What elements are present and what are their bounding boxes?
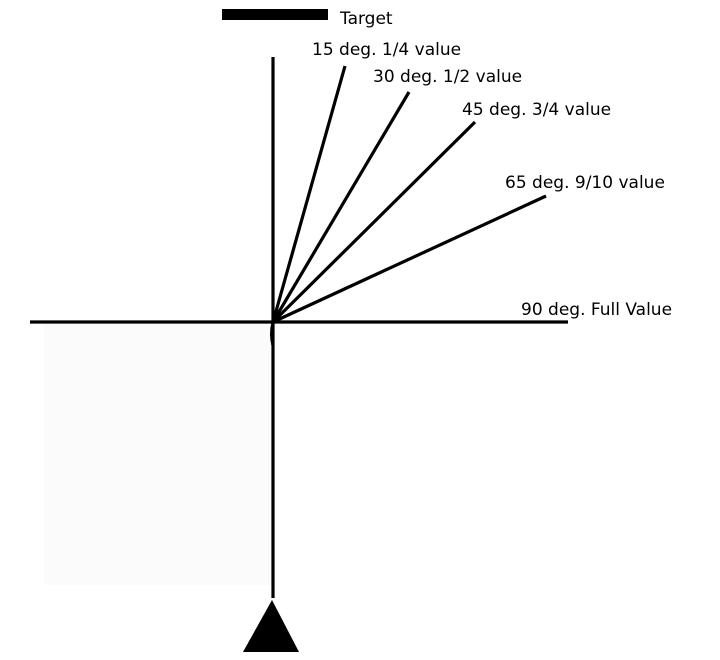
target-label: Target	[339, 9, 393, 29]
origin-mark	[270, 321, 275, 347]
lower-left-shade	[44, 323, 273, 585]
label-65-deg: 65 deg. 9/10 value	[505, 173, 665, 193]
triangle-icon	[243, 600, 299, 652]
ray-15-deg	[271, 65, 347, 323]
label-15-deg: 15 deg. 1/4 value	[312, 40, 461, 60]
ray-65-deg	[272, 194, 547, 324]
label-45-deg: 45 deg. 3/4 value	[462, 100, 611, 120]
label-30-deg: 30 deg. 1/2 value	[373, 67, 522, 87]
target-bar-icon	[222, 9, 328, 20]
ray-30-deg	[271, 91, 411, 323]
ray-45-deg	[271, 120, 477, 324]
label-90-deg: 90 deg. Full Value	[521, 300, 672, 320]
